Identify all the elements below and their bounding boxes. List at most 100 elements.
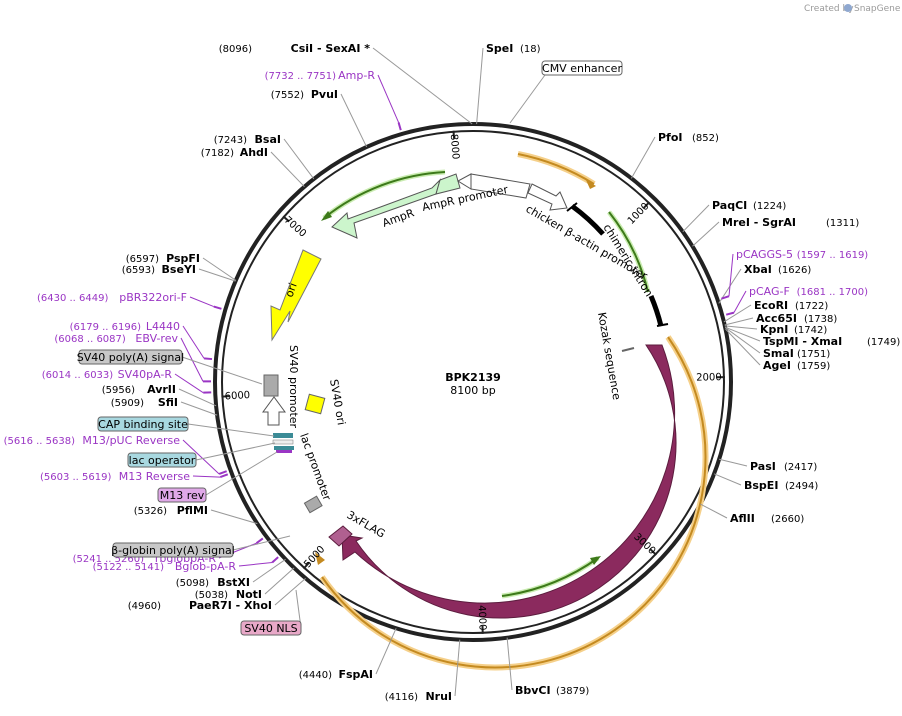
enzyme-label[interactable]: PfoI — [658, 131, 683, 144]
enzyme-label[interactable]: Acc65I — [756, 312, 797, 325]
enzyme-label[interactable]: BseYI — [162, 263, 196, 276]
enzyme-label[interactable]: PasI — [750, 460, 776, 473]
primer-mark — [219, 473, 229, 479]
enzyme-label[interactable]: XbaI — [744, 263, 772, 276]
enzyme-label[interactable]: BspEI — [744, 479, 778, 492]
sacas9-feature[interactable] — [341, 344, 677, 619]
enzyme-position: (6597) — [126, 254, 159, 265]
ampr-feature-tail — [435, 173, 461, 195]
backbone-outer-ring — [213, 122, 733, 642]
enzyme-label[interactable]: BsaI — [255, 133, 281, 146]
enzyme-label[interactable]: PflMI — [177, 504, 208, 517]
primer-range: (7732 .. 7751) — [265, 71, 337, 82]
primer-label[interactable]: M13/pUC Reverse — [82, 434, 180, 447]
feature-tag-box[interactable] — [127, 452, 197, 468]
ampr-feature[interactable] — [331, 178, 442, 239]
primer-label[interactable]: pCAGGS-5 — [736, 248, 793, 261]
enzyme-position: (6593) — [122, 265, 155, 276]
enzyme-position: (1224) — [753, 201, 786, 212]
enzyme-label[interactable]: BbvCI — [515, 684, 551, 697]
site-leader — [692, 221, 720, 247]
enzyme-position: (1311) — [826, 218, 859, 229]
enzyme-label[interactable]: PaqCI — [712, 199, 747, 212]
enzyme-label[interactable]: PaeR7I - XhoI — [189, 599, 272, 612]
primer-label[interactable]: M13 Reverse — [119, 470, 190, 483]
enzyme-position: (7243) — [214, 135, 247, 146]
watermark-brand: SnapGene — [854, 4, 901, 14]
feature-tag-box[interactable] — [240, 620, 302, 636]
enzyme-position: (1626) — [778, 265, 811, 276]
enzyme-label[interactable]: AvrII — [147, 383, 176, 396]
orf-arc-top — [517, 151, 596, 187]
primer-leader — [182, 439, 220, 475]
tick-label: 7000 — [282, 215, 308, 240]
cba-promoter-feature[interactable] — [527, 183, 568, 211]
primer-leader — [180, 337, 204, 382]
feature-tag-box[interactable] — [97, 416, 189, 432]
enzyme-position: (7182) — [201, 148, 234, 159]
primer-label[interactable]: L4440 — [146, 320, 180, 333]
enzyme-label[interactable]: PvuI — [311, 88, 338, 101]
intron-arc-2 — [648, 295, 664, 327]
ampr-promoter-head — [456, 173, 472, 190]
enzyme-position: (1751) — [797, 349, 830, 360]
primer-leader — [174, 373, 204, 394]
primer-label[interactable]: SV40pA-R — [118, 368, 173, 381]
enzyme-label[interactable]: TspMI - XmaI — [763, 335, 842, 348]
primer-label[interactable]: Bglob-pA-R — [175, 560, 237, 573]
enzyme-label[interactable]: KpnI — [760, 323, 788, 336]
enzyme-label[interactable]: AflII — [730, 512, 755, 525]
feature-tag-box[interactable] — [78, 349, 183, 365]
sv40-ori-feature[interactable] — [304, 393, 326, 415]
enzyme-position: (1742) — [794, 325, 827, 336]
primer-leader — [192, 475, 221, 478]
enzyme-label[interactable]: AhdI — [240, 146, 268, 159]
primer-label[interactable]: pCAG-F — [749, 285, 790, 298]
site-leader — [719, 458, 748, 467]
lac-mark-2 — [274, 446, 294, 450]
cmv-leader — [509, 74, 546, 124]
primer-label[interactable]: EBV-rev — [135, 332, 178, 345]
enzyme-position: (4440) — [299, 670, 332, 681]
tag-leader — [187, 423, 275, 437]
lac-promoter-feature[interactable] — [303, 495, 323, 514]
ori-label: ori — [283, 281, 300, 299]
enzyme-label[interactable]: NruI — [425, 690, 452, 703]
enzyme-label[interactable]: PspFI — [166, 252, 200, 265]
enzyme-label[interactable]: FspAI — [338, 668, 373, 681]
feature-tag-box[interactable] — [112, 542, 234, 558]
enzyme-label[interactable]: MreI - SgrAI — [722, 216, 796, 229]
primer-range: (6014 .. 6033) — [42, 370, 114, 381]
enzyme-label[interactable]: NotI — [236, 588, 262, 601]
cmv-enhancer-box[interactable] — [541, 60, 623, 76]
kozak-mark — [621, 347, 635, 352]
site-leader — [630, 136, 656, 179]
site-leader — [274, 577, 306, 606]
primer-range: (6179 .. 6196) — [70, 322, 142, 333]
enzyme-position: (18) — [520, 44, 541, 55]
primer-range: (5616 .. 5638) — [4, 436, 76, 447]
tick-mark — [649, 548, 657, 556]
green-arc-intron-line — [608, 211, 649, 293]
enzyme-label[interactable]: CsiI - SexAI * — [291, 42, 371, 55]
lac-operator-mark — [272, 439, 294, 445]
enzyme-position: (2494) — [785, 481, 818, 492]
cmv-enhancer-label: CMV enhancer — [542, 62, 622, 75]
enzyme-label[interactable]: EcoRI — [754, 299, 788, 312]
flag-feature[interactable] — [328, 525, 353, 547]
snapgene-logo-icon — [844, 4, 852, 12]
site-leader — [723, 304, 752, 323]
ori-feature[interactable] — [270, 249, 322, 342]
enzyme-label[interactable]: SmaI — [763, 347, 794, 360]
enzyme-label[interactable]: SfiI — [158, 396, 178, 409]
enzyme-label[interactable]: BstXI — [217, 576, 250, 589]
primer-label[interactable]: pBR322ori-F — [119, 291, 187, 304]
watermark-prefix: Created by — [804, 4, 854, 14]
feature-tag-box[interactable] — [157, 487, 207, 503]
primer-label[interactable]: Amp-R — [338, 69, 375, 82]
enzyme-label[interactable]: SpeI — [486, 42, 513, 55]
enzyme-label[interactable]: AgeI — [763, 359, 791, 372]
primer-range: (5122 .. 5141) — [93, 562, 165, 573]
primer-range: (1597 .. 1619) — [797, 250, 869, 261]
sv40-promoter-feature[interactable] — [262, 396, 286, 426]
